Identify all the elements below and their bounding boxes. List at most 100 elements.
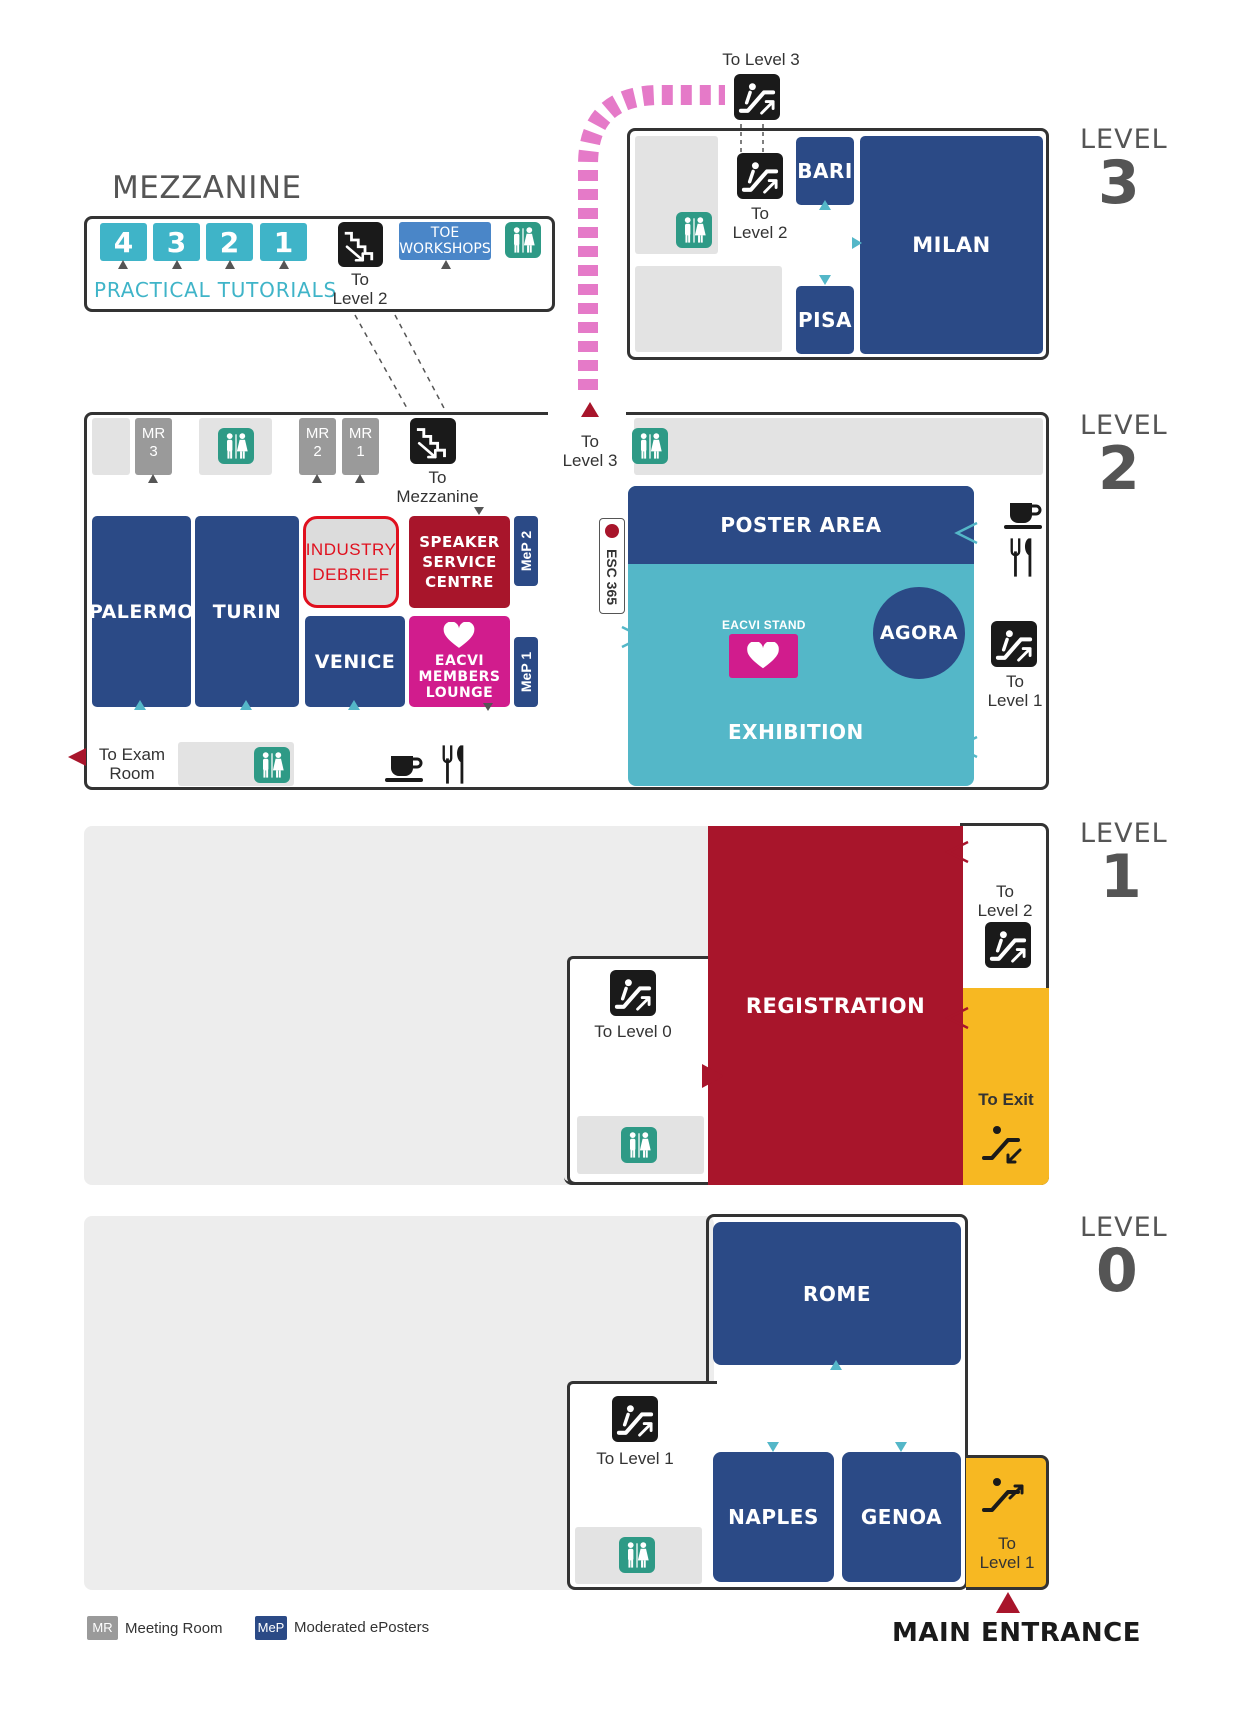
level2-cutlery-icon-bottom <box>442 744 465 785</box>
level3-word: LEVEL <box>1080 124 1168 155</box>
poster-area[interactable]: POSTER AREA <box>628 486 974 564</box>
eacvi-heart-icon <box>443 622 475 648</box>
level3-restroom-icon <box>676 212 712 248</box>
speaker-service-centre[interactable]: SPEAKER SERVICE CENTRE <box>409 516 510 608</box>
eacvi-members-lounge[interactable]: EACVI MEMBERS LOUNGE <box>409 616 510 707</box>
main-entrance-label: MAIN ENTRANCE <box>892 1618 1141 1648</box>
stairs-to-mezzanine-icon[interactable] <box>410 418 456 464</box>
room-milan[interactable]: MILAN <box>860 136 1043 354</box>
level3-number: 3 <box>1098 148 1140 218</box>
room-rome[interactable]: ROME <box>713 1222 961 1365</box>
to-exit-label: To Exit <box>978 1090 1034 1109</box>
meeting-room-2[interactable]: MR 2 <box>299 418 336 475</box>
level3-to-level2-label: To Level 2 <box>732 204 788 242</box>
level0-word: LEVEL <box>1080 1212 1168 1243</box>
level1-to-level2-label: To Level 2 <box>977 882 1033 920</box>
meeting-room-1[interactable]: MR 1 <box>342 418 379 475</box>
moderated-eposter-2[interactable]: MeP 2 <box>514 516 538 586</box>
level2-grey-corridor <box>634 418 1043 475</box>
room-turin[interactable]: TURIN <box>195 516 299 707</box>
toe-workshops-room[interactable]: TOE WORKSHOPS <box>399 222 491 260</box>
mezzanine-to-level2-label: To Level 2 <box>332 270 388 308</box>
mezzanine-restroom-icon <box>505 222 541 258</box>
eacvi-stand[interactable] <box>729 634 798 678</box>
tutorial-room-2[interactable]: 2 <box>206 223 253 261</box>
esc365-logo-icon <box>605 524 619 538</box>
escalator-to-level3-icon[interactable] <box>734 74 780 120</box>
eacvi-lounge-label: EACVI MEMBERS LOUNGE <box>418 653 501 701</box>
exam-room-arrow <box>68 748 86 766</box>
level0-to-level1-right-label: To Level 1 <box>979 1534 1035 1572</box>
legend-mep-text: Moderated ePosters <box>294 1619 430 1636</box>
mezzanine-floor <box>84 216 555 312</box>
registration-area[interactable]: REGISTRATION <box>708 826 963 1185</box>
room-naples[interactable]: NAPLES <box>713 1452 834 1582</box>
tutorial-room-3[interactable]: 3 <box>153 223 200 261</box>
mezzanine-title: MEZZANINE <box>112 170 302 206</box>
exhibition-label: EXHIBITION <box>728 720 864 744</box>
practical-tutorials-label: PRACTICAL TUTORIALS <box>94 278 338 302</box>
level3-entrance-arrows <box>819 200 862 285</box>
level1-number: 1 <box>1100 842 1142 912</box>
level1-restroom-icon <box>621 1127 657 1163</box>
agora-room[interactable]: AGORA <box>873 587 965 679</box>
stair-connector-lines <box>354 314 446 411</box>
room-palermo[interactable]: PALERMO <box>89 516 194 707</box>
level2-restroom-icon-3 <box>254 747 290 783</box>
room-genoa[interactable]: GENOA <box>842 1452 961 1582</box>
level0-restroom-icon <box>619 1537 655 1573</box>
registration-arrows <box>702 840 969 1088</box>
level3-escalator-top-label: To Level 3 <box>722 50 800 69</box>
level2-cutlery-icon-right <box>1010 537 1033 578</box>
level3-dashed-connector <box>740 124 764 152</box>
level0-to-level1-left-label: To Level 1 <box>596 1449 674 1468</box>
exit-area[interactable] <box>963 988 1049 1185</box>
to-level0-label: To Level 0 <box>594 1022 672 1041</box>
mep2-label: MeP 2 <box>518 530 534 572</box>
level2-to-level1-label: To Level 1 <box>987 672 1043 710</box>
tutorial-room-4[interactable]: 4 <box>100 223 147 261</box>
tutorial-room-1[interactable]: 1 <box>260 223 307 261</box>
moderated-eposter-1[interactable]: MeP 1 <box>514 637 538 707</box>
escalator-to-level1-icon[interactable] <box>991 621 1037 667</box>
speaker-centre-arrow <box>474 507 484 515</box>
level2-coffee-icon-bottom <box>383 754 425 782</box>
esc365-stand[interactable]: ESC 365 <box>599 518 625 614</box>
level3-grey-block-bottom <box>635 266 782 352</box>
exhibition-entrance-arrows <box>621 521 978 759</box>
level2-restroom-icon-1 <box>218 428 254 464</box>
room-pisa[interactable]: PISA <box>796 286 854 354</box>
mep1-label: MeP 1 <box>518 651 534 693</box>
meeting-room-arrows <box>148 474 365 483</box>
escalator-to-level2-icon[interactable] <box>737 153 783 199</box>
level1-word: LEVEL <box>1080 818 1168 849</box>
to-exam-room-label: To Exam Room <box>98 745 166 783</box>
ramp-to-level3-arrow <box>581 402 599 417</box>
level2-room-arrows <box>134 700 493 711</box>
level3-ramp-path <box>578 85 725 390</box>
level3-floor <box>627 128 1049 360</box>
level0-room-arrows <box>767 1360 907 1452</box>
tutorial-entrance-arrows <box>118 260 451 269</box>
escalator-to-level0-icon[interactable] <box>610 970 656 1016</box>
level2-coffee-icon-right <box>1002 501 1044 529</box>
level2-word: LEVEL <box>1080 410 1168 441</box>
level2-number: 2 <box>1098 434 1140 504</box>
level2-restroom-icon-2 <box>632 428 668 464</box>
level0-escalator-to-level1-icon[interactable] <box>612 1396 658 1442</box>
room-bari[interactable]: BARI <box>796 137 854 205</box>
esc365-label: ESC 365 <box>604 548 620 606</box>
exit-escalator-icon <box>982 1126 1022 1164</box>
level1-escalator-to-level2-icon[interactable] <box>985 922 1031 968</box>
level2-grey-block-1 <box>92 418 130 475</box>
eacvi-stand-label: EACVI STAND <box>722 618 806 632</box>
level2-to-level3-label: To Level 3 <box>562 432 618 470</box>
level0-number: 0 <box>1096 1236 1138 1306</box>
stairs-to-level2-icon[interactable] <box>338 222 383 267</box>
industry-debrief-room[interactable]: INDUSTRY DEBRIEF <box>303 516 399 608</box>
legend-mr-text: Meeting Room <box>125 1620 223 1637</box>
level0-exit-bay[interactable] <box>966 1455 1049 1590</box>
meeting-room-3[interactable]: MR 3 <box>135 418 172 475</box>
room-venice[interactable]: VENICE <box>305 616 405 707</box>
to-mezzanine-label: To Mezzanine <box>396 468 479 506</box>
